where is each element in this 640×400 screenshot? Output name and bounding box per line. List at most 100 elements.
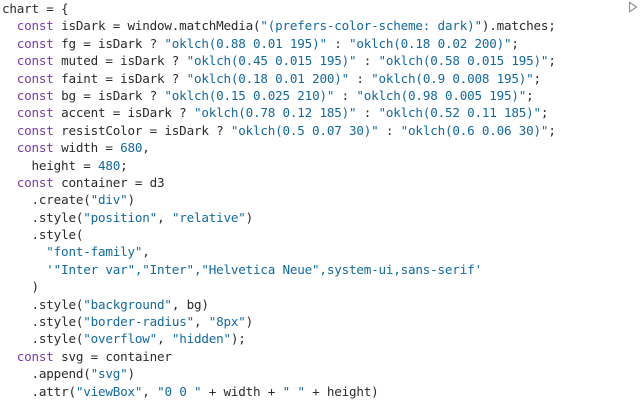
- code-token-string: "oklch(0.6 0.06 30)": [400, 122, 549, 138]
- code-token-string: "oklch(0.5 0.07 30)": [230, 122, 379, 138]
- code-token-text: [2, 71, 17, 86]
- code-line[interactable]: const container = d3: [0, 174, 556, 191]
- code-token-text: [2, 349, 17, 364]
- code-line[interactable]: .style("overflow", "hidden");: [0, 330, 556, 347]
- code-token-string: "oklch(0.45 0.015 195)": [186, 53, 357, 69]
- code-line[interactable]: .create("div"): [0, 191, 556, 208]
- code-token-text: container = d3: [53, 174, 165, 190]
- code-line[interactable]: height = 480;: [0, 157, 556, 174]
- code-token-string: "oklch(0.58 0.015 195)": [378, 53, 549, 69]
- code-line[interactable]: ): [0, 278, 556, 295]
- code-line[interactable]: .attr("viewBox", "0 0 " + width + " " + …: [0, 383, 556, 400]
- code-token-text: (: [75, 227, 84, 243]
- code-token-text: ;: [548, 122, 556, 138]
- code-line[interactable]: .style("background", bg): [0, 296, 556, 313]
- code-token-text: ).matches;: [481, 18, 556, 34]
- code-line[interactable]: .style("border-radius", "8px"): [0, 313, 556, 330]
- code-token-text: faint = isDark ?: [53, 70, 187, 86]
- code-token-string: "font-family": [46, 244, 143, 260]
- code-line[interactable]: .style(: [0, 226, 556, 243]
- code-line[interactable]: const faint = isDark ? "oklch(0.18 0.01 …: [0, 70, 556, 87]
- code-token-text: [2, 175, 17, 190]
- code-line[interactable]: const fg = isDark ? "oklch(0.88 0.01 195…: [0, 35, 556, 52]
- code-token-text: (: [75, 209, 84, 225]
- code-token-text: [2, 105, 17, 120]
- code-token-keyword: const: [16, 35, 54, 51]
- code-line[interactable]: const resistColor = isDark ? "oklch(0.5 …: [0, 122, 556, 139]
- code-token-text: svg = container: [53, 348, 172, 364]
- code-token-text: :: [378, 122, 401, 138]
- code-token-string: "oklch(0.98 0.005 195)": [356, 87, 527, 103]
- code-token-method: style: [38, 209, 76, 225]
- code-token-string: '"Inter var","Inter","Helvetica Neue",sy…: [46, 261, 482, 277]
- code-token-number: 680: [120, 140, 143, 156]
- code-line[interactable]: const svg = container: [0, 348, 556, 365]
- code-token-text: ,: [157, 331, 172, 347]
- code-token-text: [2, 140, 17, 155]
- code-token-text: .: [2, 296, 40, 312]
- code-token-text: ;: [526, 87, 534, 103]
- code-token-text: .: [2, 227, 40, 243]
- code-token-text: ): [2, 279, 40, 295]
- code-token-text: .: [2, 383, 40, 399]
- code-token-keyword: const: [16, 70, 54, 86]
- code-token-string: "svg": [90, 366, 128, 382]
- code-token-text: .: [2, 192, 40, 208]
- code-token-text: bg = isDark ?: [53, 87, 165, 103]
- code-line[interactable]: .append("svg"): [0, 365, 556, 382]
- play-outline-icon[interactable]: [628, 1, 638, 13]
- code-token-text: ): [245, 209, 254, 225]
- code-token-text: [2, 262, 46, 277]
- code-token-string: "(prefers-color-scheme: dark)": [260, 18, 482, 34]
- code-token-text: .: [2, 314, 40, 330]
- code-token-method: attr: [38, 383, 69, 399]
- code-line[interactable]: const isDark = window.matchMedia("(prefe…: [0, 17, 556, 34]
- code-token-keyword: const: [16, 174, 54, 190]
- code-token-text: ,: [157, 209, 172, 225]
- code-line[interactable]: const width = 680,: [0, 139, 556, 156]
- code-token-text: fg = isDark ?: [53, 35, 165, 51]
- code-token-text: (: [68, 383, 76, 399]
- code-token-string: " ": [282, 383, 305, 399]
- code-token-text: ,: [142, 383, 158, 399]
- code-token-text: );: [230, 331, 246, 347]
- code-token-text: [2, 244, 46, 259]
- code-token-text: , bg): [171, 296, 209, 312]
- code-token-text: (: [75, 314, 84, 330]
- code-token-keyword: const: [16, 105, 54, 121]
- code-token-text: isDark = window.matchMedia(: [53, 18, 261, 34]
- code-token-text: (: [83, 192, 91, 208]
- code-line[interactable]: "font-family",: [0, 243, 556, 260]
- code-line[interactable]: const muted = isDark ? "oklch(0.45 0.015…: [0, 52, 556, 69]
- code-token-text: [2, 123, 17, 138]
- code-token-method: style: [38, 227, 76, 243]
- code-token-text: ): [127, 192, 136, 208]
- code-line[interactable]: .style("position", "relative"): [0, 209, 556, 226]
- code-token-text: [2, 88, 17, 103]
- code-token-text: muted = isDark ?: [53, 53, 187, 69]
- code-token-keyword: const: [16, 348, 54, 364]
- code-line[interactable]: const bg = isDark ? "oklch(0.15 0.025 21…: [0, 87, 556, 104]
- code-token-string: "viewBox": [75, 383, 143, 399]
- code-token-text: :: [356, 53, 379, 69]
- code-token-keyword: const: [16, 122, 54, 138]
- code-block[interactable]: chart = { const isDark = window.matchMed…: [0, 0, 556, 400]
- code-token-text: ;: [511, 35, 519, 51]
- code-token-text: + height): [304, 383, 379, 399]
- code-token-text: resistColor = isDark ?: [53, 122, 231, 138]
- code-token-text: ;: [548, 53, 556, 69]
- code-line[interactable]: '"Inter var","Inter","Helvetica Neue",sy…: [0, 261, 556, 278]
- code-line[interactable]: const accent = isDark ? "oklch(0.78 0.12…: [0, 104, 556, 121]
- code-token-number: 480: [97, 157, 121, 173]
- code-token-text: ,: [142, 140, 150, 156]
- code-token-text: ): [245, 314, 254, 330]
- code-token-method: style: [38, 331, 76, 347]
- code-token-text: :: [348, 70, 372, 86]
- code-token-text: ;: [533, 70, 542, 86]
- code-line[interactable]: chart = {: [0, 0, 556, 17]
- code-token-text: (: [75, 296, 84, 312]
- code-token-keyword: const: [16, 87, 54, 103]
- code-token-keyword: const: [16, 140, 54, 156]
- code-token-string: "oklch(0.52 0.11 185)": [378, 105, 542, 121]
